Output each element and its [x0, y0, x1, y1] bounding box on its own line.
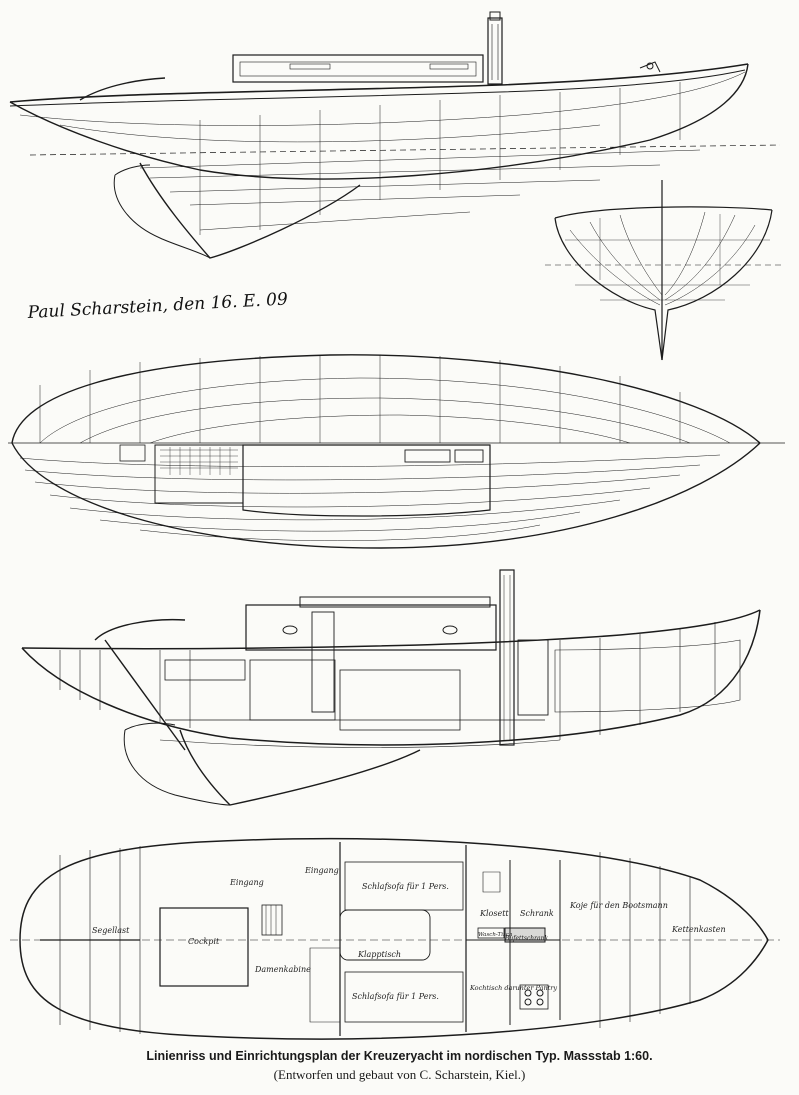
label-schlafsofa-1: Schlafsofa für 1 Pers.: [362, 882, 449, 891]
label-klosett: Klosett: [479, 909, 509, 918]
label-eingang: Eingang: [229, 878, 264, 887]
designer-signature: Paul Scharstein, den 16. E. 09: [26, 289, 288, 323]
label-wasch: Wasch-Tisch: [478, 932, 513, 938]
label-schrank: Schrank: [520, 909, 554, 918]
accommodation-plan: [10, 837, 780, 1040]
label-bufettschrank: Bufettschrank: [504, 935, 548, 942]
label-kettenkasten: Kettenkasten: [671, 925, 726, 934]
body-plan: [545, 180, 785, 361]
label-kochtisch: Kochtisch darunter Pantry: [469, 984, 557, 992]
profile-view: [9, 11, 781, 259]
label-cockpit: Cockpit: [188, 937, 220, 946]
half-breadth-plan: [8, 354, 785, 549]
label-segellast: Segellast: [92, 926, 130, 935]
label-schlafsofa-2: Schlafsofa für 1 Pers.: [352, 992, 439, 1001]
caption-title: Linienriss und Einrichtungsplan der Kreu…: [146, 1049, 653, 1063]
label-eingang2: Eingang: [304, 866, 339, 875]
label-klapptisch: Klapptisch: [357, 950, 401, 959]
label-damenkabine: Damenkabine: [254, 965, 311, 974]
inboard-profile: [21, 569, 761, 806]
caption-subtitle: (Entworfen und gebaut von C. Scharstein,…: [273, 1067, 526, 1082]
label-koje: Koje für den Bootsmann: [569, 901, 668, 910]
